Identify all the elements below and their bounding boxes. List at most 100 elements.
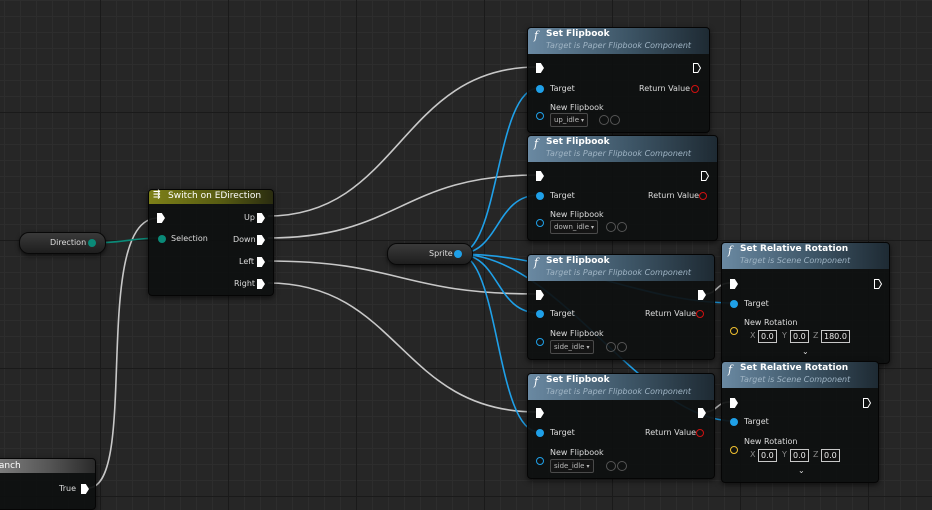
rotation-y-input[interactable]: 0.0 xyxy=(790,449,809,462)
new-flipbook-input-pin[interactable] xyxy=(536,457,544,465)
exec-output-pin[interactable] xyxy=(693,63,701,73)
exec-input-pin[interactable] xyxy=(536,63,544,73)
branch-node[interactable]: Branch True xyxy=(0,458,96,510)
exec-output-pin[interactable] xyxy=(698,290,706,300)
return-value-label: Return Value xyxy=(645,309,697,318)
browse-asset-icon[interactable] xyxy=(617,222,627,232)
set-flipbook-node-3[interactable]: f Set Flipbook Target is Paper Flipbook … xyxy=(527,254,715,360)
use-selected-asset-icon[interactable] xyxy=(606,342,616,352)
new-flipbook-input-pin[interactable] xyxy=(536,112,544,120)
rotation-y-input[interactable]: 0.0 xyxy=(790,330,809,343)
down-label: Down xyxy=(233,235,256,244)
sprite-variable-node[interactable]: Sprite xyxy=(387,243,473,265)
direction-output-pin[interactable] xyxy=(88,239,96,247)
set-relative-rotation-node-1[interactable]: f Set Relative Rotation Target is Scene … xyxy=(721,242,890,364)
new-rotation-label: New Rotation xyxy=(744,318,798,327)
target-input-pin[interactable] xyxy=(730,300,738,308)
new-flipbook-input-pin[interactable] xyxy=(536,338,544,346)
branch-node-header: Branch xyxy=(0,459,95,473)
flipbook-asset-select[interactable]: down_idle▾ xyxy=(550,220,599,234)
exec-output-pin[interactable] xyxy=(701,171,709,181)
new-flipbook-label: New Flipbook xyxy=(550,448,604,457)
flipbook-asset-select[interactable]: side_idle▾ xyxy=(550,459,594,473)
new-rotation-label: New Rotation xyxy=(744,437,798,446)
exec-input-pin[interactable] xyxy=(730,398,738,408)
down-exec-output-pin[interactable] xyxy=(257,235,265,245)
exec-input-pin[interactable] xyxy=(536,171,544,181)
new-rotation-input-pin[interactable] xyxy=(730,327,738,335)
set-relative-rotation-title: Set Relative Rotation xyxy=(740,363,849,373)
exec-input-pin[interactable] xyxy=(536,290,544,300)
left-exec-output-pin[interactable] xyxy=(257,257,265,267)
target-input-pin[interactable] xyxy=(536,429,544,437)
return-value-label: Return Value xyxy=(648,191,700,200)
new-rotation-input-pin[interactable] xyxy=(730,446,738,454)
branch-node-title: Branch xyxy=(0,461,21,471)
flipbook-asset-value: side_idle xyxy=(554,343,585,351)
exec-output-pin[interactable] xyxy=(863,398,871,408)
flipbook-asset-value: down_idle xyxy=(554,223,590,231)
new-flipbook-input-pin[interactable] xyxy=(536,219,544,227)
chevron-down-icon: ▾ xyxy=(586,463,590,470)
set-flipbook-title: Set Flipbook xyxy=(546,29,610,39)
exec-wire-left xyxy=(267,260,538,295)
browse-asset-icon[interactable] xyxy=(617,342,627,352)
true-exec-output-pin[interactable] xyxy=(81,484,89,494)
use-selected-asset-icon[interactable] xyxy=(606,222,616,232)
target-input-pin[interactable] xyxy=(536,85,544,93)
x-axis-label: X xyxy=(750,331,756,340)
flipbook-asset-select[interactable]: up_idle▾ xyxy=(550,113,589,127)
exec-input-pin[interactable] xyxy=(536,408,544,418)
switch-exec-input-pin[interactable] xyxy=(157,213,165,223)
new-flipbook-label: New Flipbook xyxy=(550,210,604,219)
target-label: Target xyxy=(550,309,575,318)
exec-output-pin[interactable] xyxy=(874,279,882,289)
chevron-down-icon: ▾ xyxy=(591,224,595,231)
left-label: Left xyxy=(239,257,255,266)
use-selected-asset-icon[interactable] xyxy=(599,115,609,125)
y-axis-label: Y xyxy=(782,331,787,340)
up-exec-output-pin[interactable] xyxy=(257,213,265,223)
set-relative-rotation-subtitle: Target is Scene Component xyxy=(740,256,851,265)
target-input-pin[interactable] xyxy=(536,192,544,200)
exec-input-pin[interactable] xyxy=(730,279,738,289)
set-flipbook-node-4[interactable]: f Set Flipbook Target is Paper Flipbook … xyxy=(527,373,715,479)
use-selected-asset-icon[interactable] xyxy=(606,461,616,471)
target-input-pin[interactable] xyxy=(536,310,544,318)
browse-asset-icon[interactable] xyxy=(617,461,627,471)
expand-chevron-icon[interactable]: ⌄ xyxy=(802,347,809,356)
direction-variable-node[interactable]: Direction xyxy=(19,232,106,254)
browse-asset-icon[interactable] xyxy=(610,115,620,125)
rotation-x-input[interactable]: 0.0 xyxy=(758,330,777,343)
return-value-pin[interactable] xyxy=(696,310,704,318)
target-input-pin[interactable] xyxy=(730,418,738,426)
function-icon: f xyxy=(728,363,733,376)
rotation-z-input[interactable]: 0.0 xyxy=(821,449,840,462)
selection-input-pin[interactable] xyxy=(158,235,166,243)
return-value-pin[interactable] xyxy=(696,429,704,437)
return-value-label: Return Value xyxy=(639,84,691,93)
target-label: Target xyxy=(550,428,575,437)
return-value-pin[interactable] xyxy=(699,192,707,200)
sprite-output-pin[interactable] xyxy=(454,250,462,258)
exec-output-pin[interactable] xyxy=(698,408,706,418)
exec-wire-up xyxy=(267,66,538,217)
function-icon: f xyxy=(534,256,539,269)
set-relative-rotation-header: f Set Relative Rotation Target is Scene … xyxy=(722,362,878,388)
switch-on-edirection-node[interactable]: ⇶ Switch on EDirection Selection Up Down… xyxy=(148,189,274,296)
chevron-down-icon: ▾ xyxy=(581,117,585,124)
set-relative-rotation-node-2[interactable]: f Set Relative Rotation Target is Scene … xyxy=(721,361,879,483)
rotation-x-input[interactable]: 0.0 xyxy=(758,449,777,462)
rotation-z-input[interactable]: 180.0 xyxy=(821,330,850,343)
flipbook-asset-select[interactable]: side_idle▾ xyxy=(550,340,594,354)
set-flipbook-node-1[interactable]: f Set Flipbook Target is Paper Flipbook … xyxy=(527,27,710,133)
target-label: Target xyxy=(550,84,575,93)
exec-wire-right xyxy=(267,282,538,413)
return-value-label: Return Value xyxy=(645,428,697,437)
set-relative-rotation-subtitle: Target is Scene Component xyxy=(740,375,851,384)
right-exec-output-pin[interactable] xyxy=(257,279,265,289)
set-flipbook-subtitle: Target is Paper Flipbook Component xyxy=(546,149,692,158)
set-flipbook-node-2[interactable]: f Set Flipbook Target is Paper Flipbook … xyxy=(527,135,718,241)
return-value-pin[interactable] xyxy=(691,85,699,93)
expand-chevron-icon[interactable]: ⌄ xyxy=(798,466,805,475)
